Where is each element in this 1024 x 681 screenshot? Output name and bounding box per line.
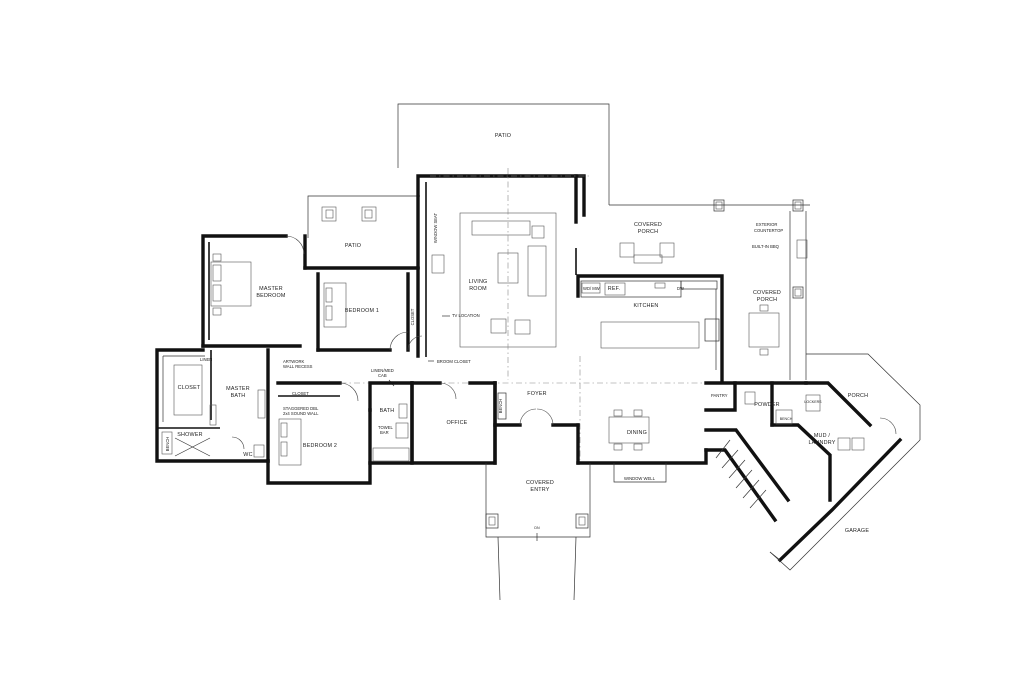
bedroom-1: BEDROOM 1 CLOSET [303,266,420,352]
dn-note: DN [534,526,540,530]
pantry-powder: PANTRY POWDER [704,381,808,427]
garage-label: GARAGE [845,528,869,534]
artwork-note-2: WALL RECESS [283,364,313,369]
mud-laundry: LOCKERS BENCH MUD / LAUNDRY [770,381,873,502]
bedroom-2-label: BEDROOM 2 [303,443,337,449]
linen-master-note: LINEN [200,357,212,362]
towel-bar-note-2: BAR [380,430,389,435]
lockers-note: LOCKERS [804,400,822,404]
linen-cab-note-2: CAB [378,373,387,378]
stairs [704,428,791,523]
garage: GARAGE [769,437,921,571]
powder-label: POWDER [754,402,779,408]
master-bath-label-1: MASTER [226,386,250,392]
master-bedroom-label-1: MASTER [259,286,283,292]
covered-entry-label-2: ENTRY [530,487,549,493]
kitchen-label: KITCHEN [633,303,658,309]
porch-label: PORCH [848,393,868,399]
patio-left: PATIO [307,195,420,269]
bath-label: BATH [380,408,395,414]
exterior-countertop-note-2: COUNTERTOP [754,228,783,233]
covered-porch-right-label-2: PORCH [757,297,777,303]
wd-mw-note: WD/ MW [583,286,600,291]
linen-cab-note-1: LINEN/MED [371,368,394,373]
master-bedroom-label-2: BEDROOM [256,293,286,299]
office-label: OFFICE [447,420,468,426]
staggered-note-1: STAGGERED DBL [283,406,319,411]
bench-mud-note: BENCH [780,417,793,421]
closet-master-label: CLOSET [178,385,201,391]
covered-entry: COVERED ENTRY DN [485,463,591,601]
patio-top-label: PATIO [495,133,511,139]
patio-top: PATIO [397,103,610,205]
bath: BATH TOWEL BAR [368,381,414,465]
master-bath-label-2: BATH [231,393,246,399]
living-room: LIVING ROOM WINDOW SEAT TV LOCATION [416,168,590,380]
window-well-note: WINDOW WELL [624,476,656,481]
foyer-label: FOYER [527,391,547,397]
hall: BROOM CLOSET LINEN/MED CAB [300,335,720,387]
mud-label-2: LAUNDRY [808,440,835,446]
ref-note: REF. [608,286,620,292]
built-in-bbq-note: BUILT-IN BBQ [752,244,780,249]
covered-porch-right-label-1: COVERED [753,290,781,296]
artwork-note-1: ARTWORK [283,359,305,364]
bench-shower-note: BENCH [165,437,170,452]
covered-porch-right: COVERED PORCH EXTERIOR COUNTERTOP BUILT-… [748,211,808,380]
foyer: FOYER BENCH [493,381,580,465]
closet-bed2-note: CLOSET [292,391,309,396]
wc-label: WC [243,452,252,458]
closet-bed1-note: CLOSET [410,308,415,325]
tv-location-note: TV LOCATION [452,313,480,318]
bedroom-1-label: BEDROOM 1 [345,308,379,314]
covered-entry-label-1: COVERED [526,480,554,486]
pantry-label: PANTRY [711,393,728,398]
living-room-label-1: LIVING [469,279,488,285]
master-bedroom: MASTER BEDROOM [201,234,307,348]
kitchen: KITCHEN WD/ MW REF. DW [576,274,724,460]
exterior-countertop-note-1: EXTERIOR [756,222,777,227]
covered-porch-top-label-1: COVERED [634,222,662,228]
window-seat-note: WINDOW SEAT [433,212,438,243]
office: OFFICE [410,381,497,465]
master-bath-suite: CLOSET MASTER BATH SHOWER WC LINEN BENCH… [155,348,313,463]
dining: DINING WINDOW WELL [576,409,708,483]
bedroom-2: CLOSET BEDROOM 2 STAGGERED DBL 2x4 SOUND… [266,381,372,485]
shower-label: SHOWER [177,432,202,438]
living-room-label-2: ROOM [469,286,487,292]
covered-porch-top: COVERED PORCH [609,199,810,264]
broom-closet-note: BROOM CLOSET [437,359,471,364]
bench-foyer-note: BENCH [498,399,503,414]
mud-label-1: MUD / [814,433,831,439]
towel-bar-note-1: TOWEL [378,425,393,430]
porch-right: PORCH [806,353,921,440]
patio-left-label: PATIO [345,243,361,249]
dining-label: DINING [627,430,647,436]
dw-note: DW [677,286,684,291]
staggered-note-2: 2x4 SOUND WALL [283,411,319,416]
covered-porch-top-label-2: PORCH [638,229,658,235]
